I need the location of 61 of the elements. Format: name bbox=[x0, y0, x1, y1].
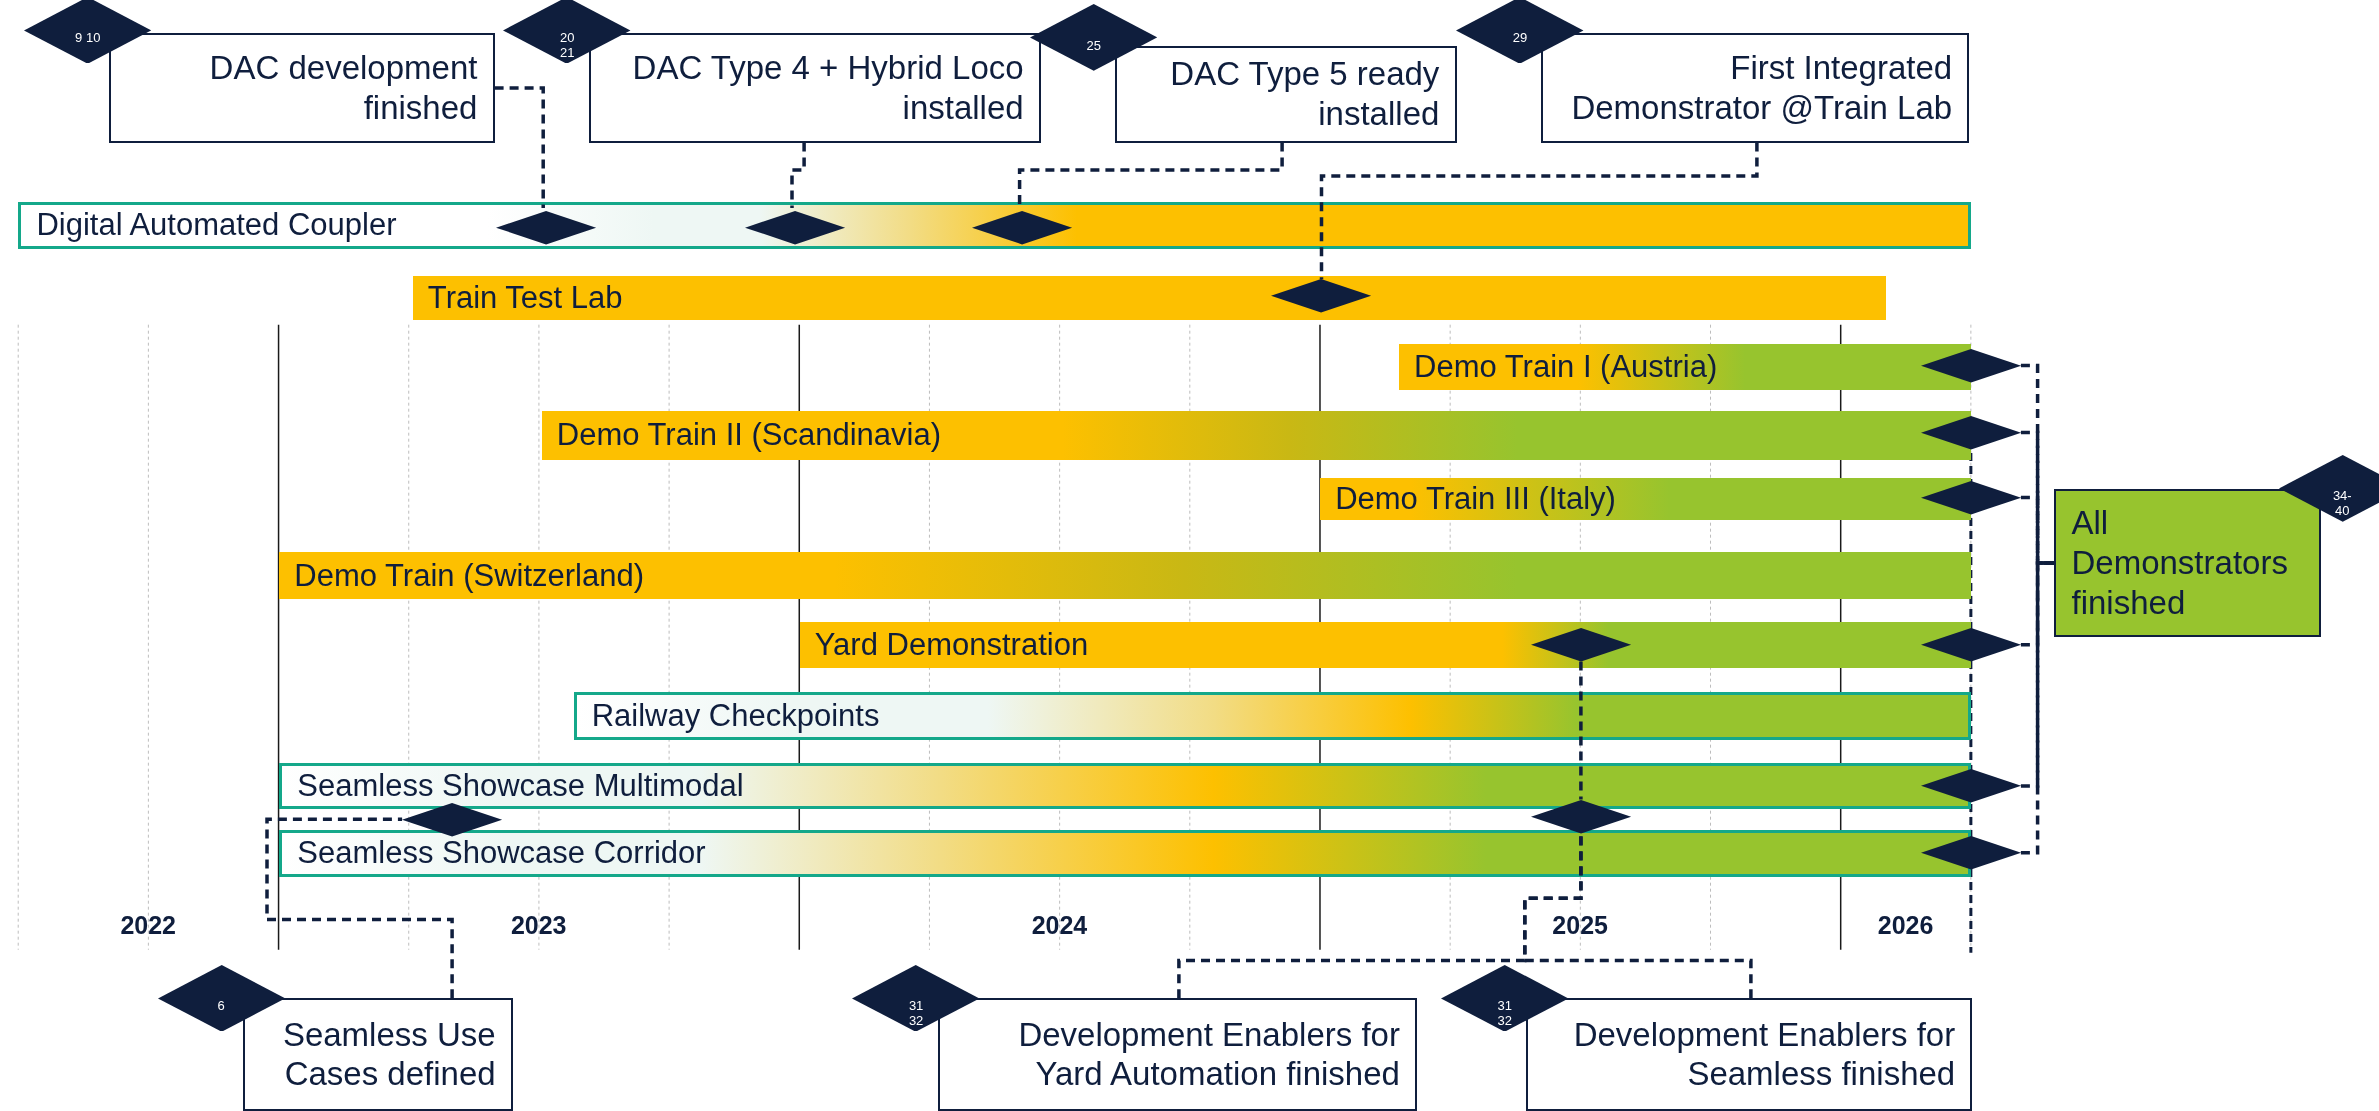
year-label: 2026 bbox=[1877, 910, 1934, 941]
timeline-bar bbox=[1398, 344, 1971, 390]
milestone-diamond bbox=[402, 802, 503, 836]
bar-label: Demo Train III (Italy) bbox=[1335, 481, 1616, 518]
milestone-diamond bbox=[744, 210, 846, 245]
callout-text: Development Enablers for Yard Automation finished bbox=[1017, 1014, 1400, 1095]
timeline-bar bbox=[412, 276, 1886, 321]
timeline-bar bbox=[541, 411, 1971, 460]
callout-text: Seamless Use Cases defined bbox=[281, 1014, 496, 1095]
bar-label: Demo Train (Switzerland) bbox=[294, 557, 645, 594]
leader-line bbox=[494, 86, 545, 208]
bar-label: Digital Automated Coupler bbox=[36, 207, 397, 244]
callout-text: DAC Type 4 + Hybrid Loco installed bbox=[631, 48, 1024, 128]
callout-text: All Demonstrators finished bbox=[2071, 503, 2289, 623]
milestone-diamond bbox=[1920, 836, 2021, 870]
milestone-number: 29 bbox=[1511, 30, 1529, 46]
timeline-bar bbox=[18, 201, 1971, 249]
milestone-diamond bbox=[972, 210, 1073, 245]
year-label: 2022 bbox=[120, 910, 176, 941]
bar-label: Demo Train II (Scandinavia) bbox=[556, 417, 942, 454]
timeline-bar bbox=[1319, 477, 1971, 521]
timeline-bar bbox=[573, 691, 1971, 741]
milestone-diamond bbox=[1271, 279, 1372, 313]
leader-line bbox=[2020, 561, 2055, 855]
timeline-bar bbox=[279, 829, 1971, 877]
bar-label: Demo Train I (Austria) bbox=[1414, 349, 1718, 386]
milestone-number: 31 32 bbox=[907, 998, 925, 1029]
bar-label: Train Test Lab bbox=[427, 280, 623, 317]
callout-text: Development Enablers for Seamless finished bbox=[1572, 1014, 1956, 1095]
milestone-number: 34- 40 bbox=[2331, 488, 2353, 519]
milestone-diamond bbox=[1920, 628, 2021, 662]
callout-text: DAC development finished bbox=[208, 48, 478, 128]
milestone-diamond bbox=[1530, 628, 1631, 662]
timeline-bar bbox=[799, 622, 1971, 668]
leader-line bbox=[1523, 833, 1753, 999]
year-label: 2024 bbox=[1031, 910, 1088, 941]
leader-line bbox=[1579, 661, 1583, 800]
bar-label: Railway Checkpoints bbox=[591, 698, 880, 735]
year-label: 2025 bbox=[1552, 910, 1608, 941]
milestone-diamond bbox=[1530, 799, 1631, 833]
milestone-number: 9 10 bbox=[74, 30, 101, 46]
callout-text: DAC Type 5 ready installed bbox=[1169, 54, 1440, 134]
milestone-number: 31 32 bbox=[1496, 998, 1514, 1029]
leader-line bbox=[1319, 142, 1759, 280]
milestone-diamond bbox=[1920, 348, 2021, 383]
leader-line bbox=[790, 142, 806, 208]
callout-text: First Integrated Demonstrator @Train Lab bbox=[1570, 48, 1953, 128]
milestone-number: 25 bbox=[1085, 37, 1102, 53]
leader-line bbox=[265, 817, 454, 999]
year-label: 2023 bbox=[510, 910, 567, 941]
bar-label: Seamless Showcase Corridor bbox=[297, 835, 706, 872]
bar-label: Yard Demonstration bbox=[814, 626, 1089, 663]
milestone-diamond bbox=[496, 210, 597, 245]
milestone-number: 6 bbox=[216, 998, 226, 1014]
timeline-bar bbox=[279, 552, 1971, 600]
milestone-diamond bbox=[1920, 480, 2021, 515]
milestone-diamond bbox=[1920, 769, 2021, 803]
timeline-bar bbox=[279, 763, 1971, 809]
bar-label: Seamless Showcase Multimodal bbox=[297, 767, 744, 804]
milestone-number: 20 21 bbox=[558, 30, 576, 61]
milestone-diamond bbox=[1920, 415, 2021, 450]
